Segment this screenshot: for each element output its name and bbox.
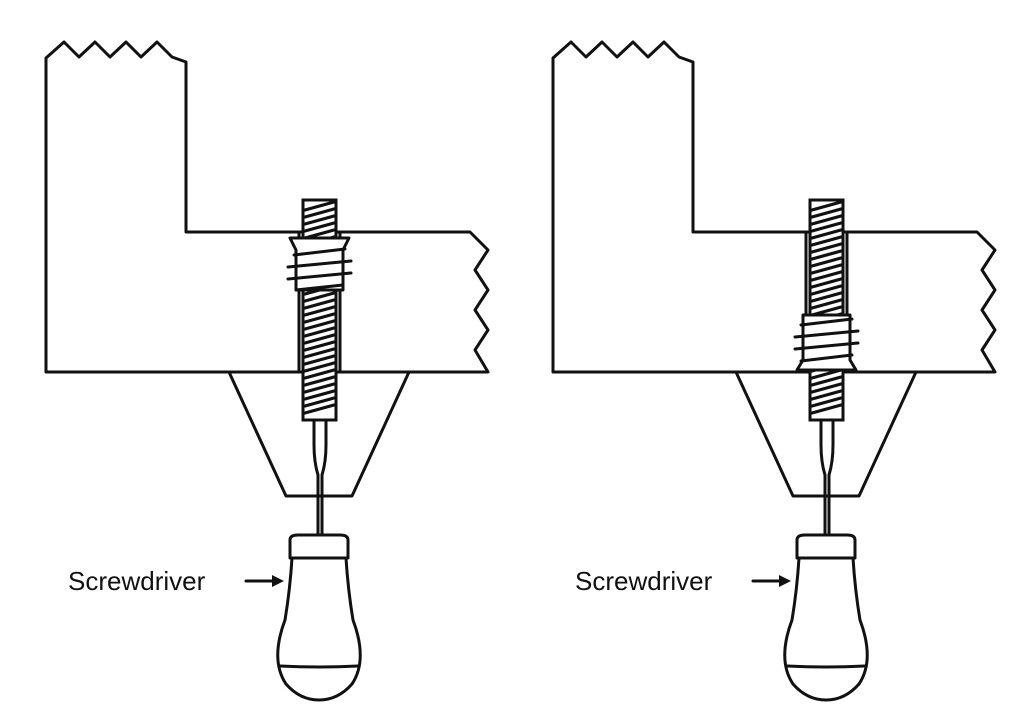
vertical-post-right xyxy=(551,40,997,374)
thread-line xyxy=(303,382,336,394)
thread-line xyxy=(303,368,336,380)
thread-line xyxy=(303,214,336,226)
thread-line xyxy=(810,256,843,268)
thread-line xyxy=(303,200,336,212)
thread-line xyxy=(810,249,843,261)
thread-line xyxy=(810,277,843,289)
thread-line xyxy=(303,221,336,233)
screwdriver-handle-left xyxy=(276,533,362,702)
arrowhead-right xyxy=(779,575,791,587)
guide-block-left xyxy=(227,370,411,498)
thread-line xyxy=(303,340,336,352)
thread-line xyxy=(303,375,336,387)
thread-line xyxy=(303,305,336,317)
thread-line xyxy=(303,361,336,373)
thread-line xyxy=(303,389,336,401)
thread-line xyxy=(810,403,843,415)
figure-left xyxy=(44,40,490,702)
thread-line xyxy=(810,242,843,254)
thread-line xyxy=(810,298,843,310)
thread-line xyxy=(810,396,843,408)
thread-line xyxy=(810,270,843,282)
thread-line xyxy=(303,354,336,366)
thread-line xyxy=(810,214,843,226)
thread-line xyxy=(810,389,843,401)
screwdriver-shaft-left xyxy=(312,418,328,542)
thread-line xyxy=(810,235,843,247)
thread-line xyxy=(810,291,843,303)
thread-line xyxy=(303,326,336,338)
thread-line xyxy=(810,375,843,387)
thread-line xyxy=(303,312,336,324)
thread-line xyxy=(810,207,843,219)
threaded-insert-left xyxy=(286,236,353,292)
screwdriver-shaft-right xyxy=(819,418,835,542)
guide-block-right xyxy=(734,370,918,498)
arrowhead-left xyxy=(272,575,284,587)
thread-line xyxy=(303,347,336,359)
thread-line xyxy=(303,319,336,331)
thread-line xyxy=(810,228,843,240)
thread-line xyxy=(303,207,336,219)
vertical-post-left xyxy=(44,40,490,374)
thread-line xyxy=(810,284,843,296)
thread-line xyxy=(303,298,336,310)
thread-line xyxy=(810,263,843,275)
thread-line xyxy=(810,221,843,233)
threaded-insert-right xyxy=(793,313,860,372)
figure-right xyxy=(551,40,997,702)
thread-line xyxy=(303,396,336,408)
thread-line xyxy=(303,403,336,415)
screwdriver-handle-right xyxy=(783,533,869,702)
thread-line xyxy=(810,382,843,394)
screwdriver-label-right: Screwdriver xyxy=(575,566,713,596)
screwdriver-label-left: Screwdriver xyxy=(68,566,206,596)
thread-line xyxy=(810,200,843,212)
thread-line xyxy=(303,333,336,345)
thread-line xyxy=(303,291,336,303)
